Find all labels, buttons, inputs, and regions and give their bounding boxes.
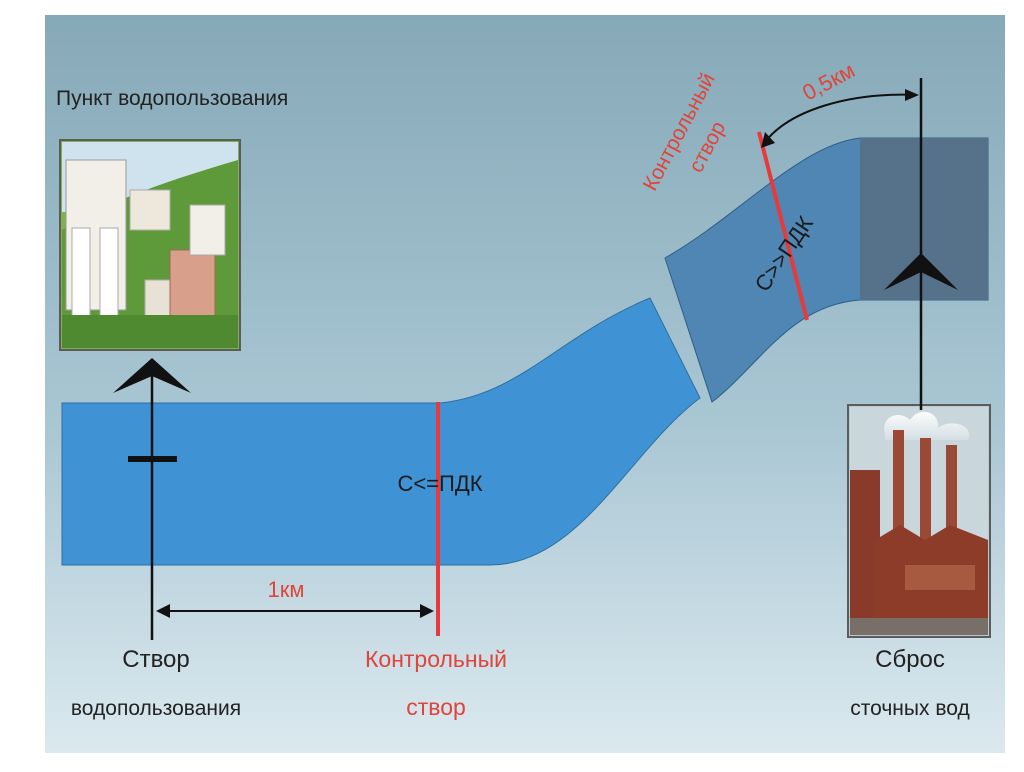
distance-arrow-right-icon [420,604,434,618]
factory-picture [847,404,991,638]
control-section-label-line1: Контрольный [365,646,507,672]
upper-control-line [757,131,809,321]
concentration-low-label: C<=ПДК [397,471,482,496]
discharge-arrow-icon [884,253,958,290]
city-picture [59,139,241,351]
use-arrow-icon [113,358,191,393]
use-section-label-line1: Створ [122,646,190,673]
use-section-label-line2: водопользования [71,697,241,720]
discharge-label-line2: сточных вод [850,697,969,720]
river-discharge-zone [860,138,988,300]
distance-arrow-left-icon [156,604,170,618]
point-of-use-label: Пункт водопользования [56,87,288,110]
distance-05km-arc [764,93,918,143]
arc-arrow-right-icon [905,89,919,101]
distance-1km-label: 1км [268,577,305,602]
river-lower [61,297,701,566]
discharge-label-line1: Сброс [875,646,945,673]
arc-arrow-left-icon [761,132,775,148]
control-section-label-line2: створ [406,694,466,720]
